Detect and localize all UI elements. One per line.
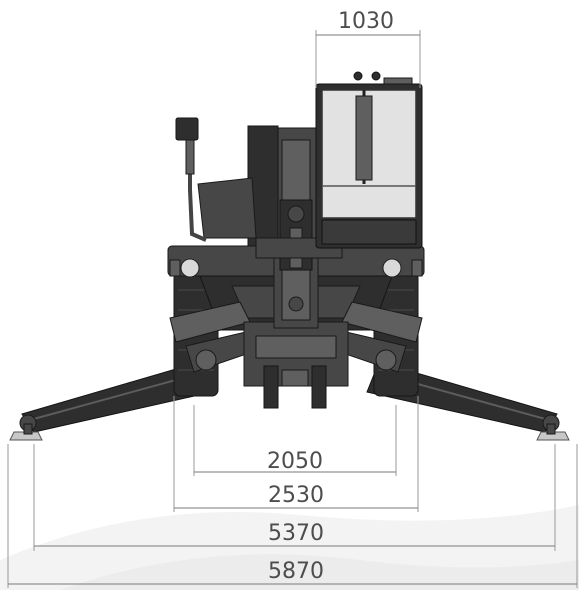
dim-stabilizer-total: 5870 (8, 559, 577, 585)
dimension-annotations: 1030 2050 2530 5370 5870 (7, 9, 578, 588)
engine-housing (175, 117, 257, 242)
dim-stabilizer-inner-label: 5370 (268, 521, 324, 546)
right-stabilizer-pad (536, 423, 570, 441)
dim-outer-track: 2530 (174, 483, 418, 509)
dim-stabilizer-inner: 5370 (34, 521, 555, 547)
dim-inner-track-label: 2050 (267, 449, 323, 474)
axle-frame (169, 301, 423, 373)
dim-outer-track-label: 2530 (268, 483, 324, 508)
dim-inner-track: 2050 (194, 449, 396, 474)
dim-stabilizer-total-label: 5870 (268, 559, 324, 584)
center-base (243, 321, 349, 409)
telescopic-boom (273, 127, 319, 329)
background-swoosh (0, 505, 579, 590)
machine (9, 71, 570, 441)
operator-cab (315, 71, 423, 249)
dim-cab-width: 1030 (315, 9, 421, 88)
left-stabilizer-pad (9, 423, 43, 441)
dim-cab-width-label: 1030 (338, 9, 394, 34)
